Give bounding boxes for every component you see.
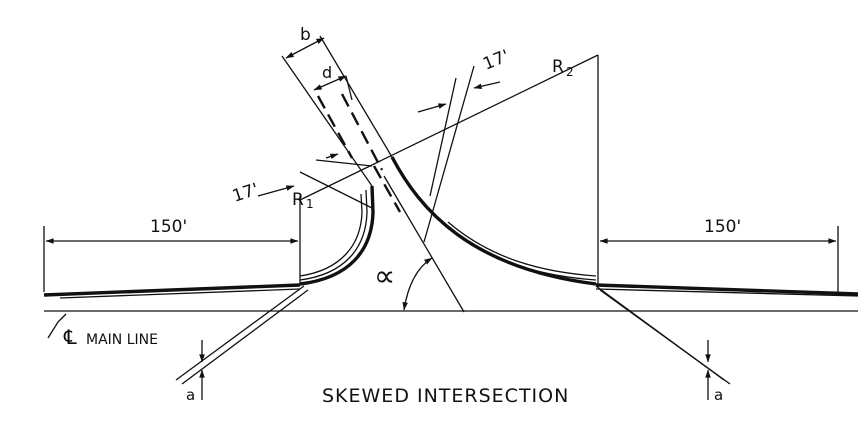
r1-label: R 1 bbox=[292, 190, 314, 211]
main-road-edge-right bbox=[595, 283, 859, 296]
curve-r1-inner bbox=[299, 189, 368, 281]
dim-right-text: 150' bbox=[704, 217, 741, 237]
width-d-text: d bbox=[322, 63, 332, 82]
taper-right-2 bbox=[599, 289, 731, 385]
crossroad-centerline bbox=[383, 175, 465, 313]
dim-17-left-arrow2 bbox=[325, 153, 339, 160]
taper-left-1 bbox=[175, 285, 305, 381]
curve-r1-outer bbox=[299, 185, 375, 286]
curve-r1-inner2 bbox=[299, 193, 363, 277]
crossroad-dash-1 bbox=[316, 95, 354, 159]
curve-r2-inner bbox=[447, 225, 597, 281]
dim-b-line bbox=[285, 37, 325, 59]
crossroad-dash-3 bbox=[372, 165, 402, 213]
r2-text: R bbox=[552, 57, 564, 77]
main-line-symbol: ℄ bbox=[63, 325, 77, 349]
r1-tick-line bbox=[315, 159, 373, 167]
angle-arc bbox=[402, 257, 433, 311]
dim-left-text: 150' bbox=[150, 217, 187, 237]
angle-text: ∝ bbox=[374, 259, 395, 294]
dim-d-line bbox=[313, 75, 347, 91]
curve-r2-inner2 bbox=[447, 221, 597, 277]
crossroad-right-edge bbox=[319, 35, 393, 158]
taper-right-text: a bbox=[714, 386, 723, 404]
offset-line-outer bbox=[423, 65, 475, 243]
dim-d-ext bbox=[345, 75, 353, 101]
r2-radius-line bbox=[299, 54, 599, 201]
main-line-text: MAIN LINE bbox=[86, 332, 158, 348]
offset-left-text: 17' bbox=[230, 180, 261, 207]
main-edge-inner-left bbox=[59, 288, 301, 299]
offset-right-text: 17' bbox=[480, 46, 512, 74]
dim-17-right-arrow1 bbox=[417, 103, 447, 113]
offset-line-inner bbox=[429, 77, 457, 197]
r1-radius-line bbox=[299, 171, 373, 209]
r1-subscript: 1 bbox=[306, 197, 314, 211]
main-road-edge-left bbox=[43, 283, 301, 297]
caption: SKEWED INTERSECTION bbox=[322, 385, 569, 407]
r2-label: R 2 bbox=[552, 57, 574, 79]
crossroad-dash-2 bbox=[340, 93, 384, 171]
r2-subscript: 2 bbox=[566, 65, 574, 79]
dim-17-left-arrow1 bbox=[257, 185, 295, 197]
r1-text: R bbox=[292, 190, 304, 210]
main-edge-inner-right bbox=[595, 288, 859, 297]
taper-left-2 bbox=[181, 289, 309, 385]
width-b-text: b bbox=[300, 25, 311, 45]
dim-17-right-arrow2 bbox=[473, 81, 501, 90]
main-line-leader bbox=[47, 313, 67, 339]
taper-left-text: a bbox=[186, 386, 195, 404]
